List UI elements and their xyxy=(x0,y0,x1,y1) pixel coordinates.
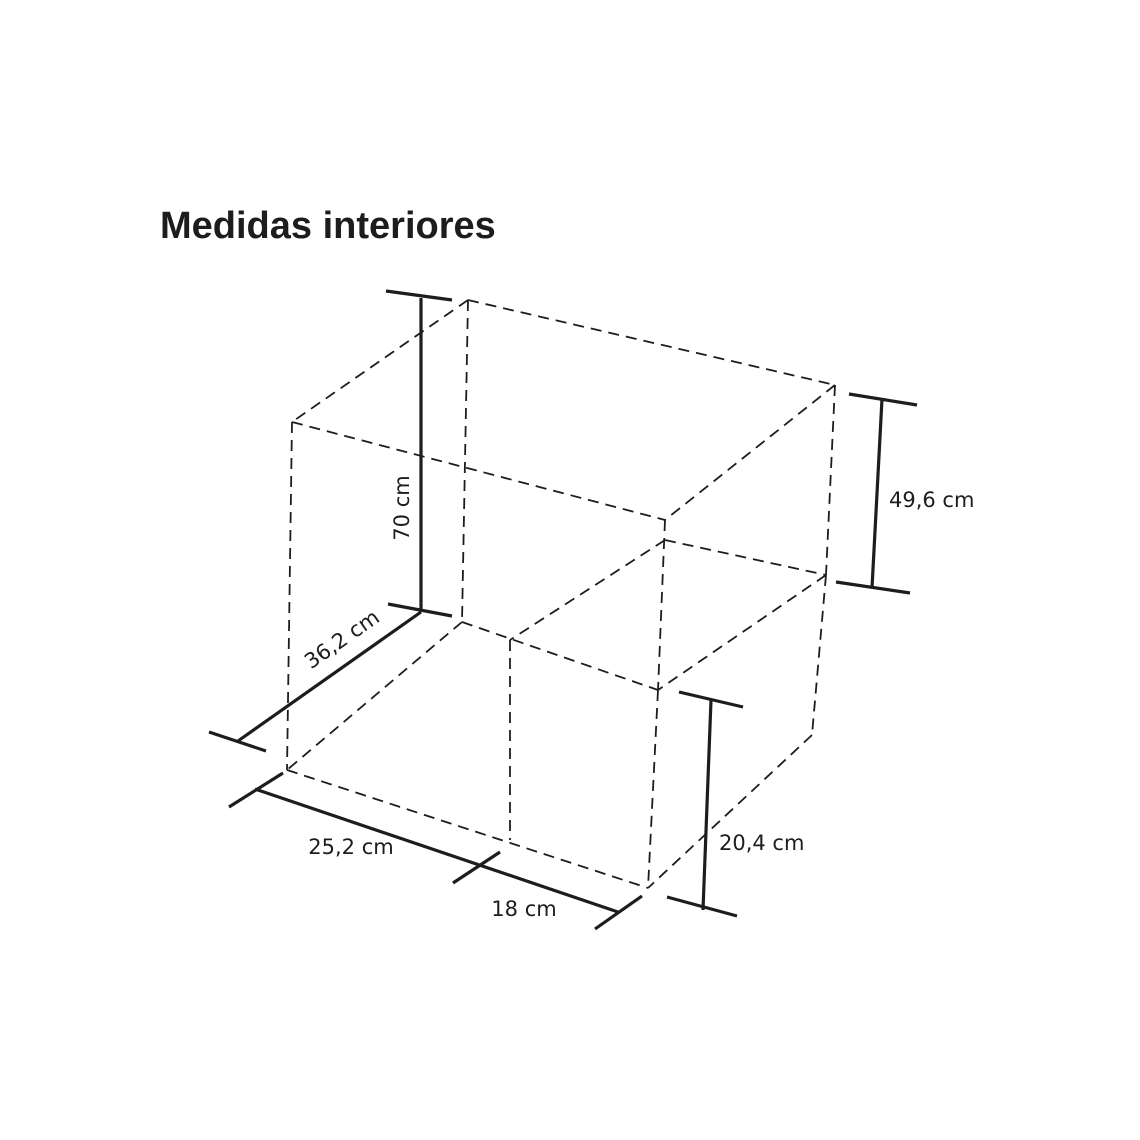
dimension-line-width xyxy=(228,771,643,931)
label-height-lower: 20,4 cm xyxy=(719,831,804,855)
dimension-line-depth xyxy=(208,610,422,753)
label-height-upper: 49,6 cm xyxy=(889,488,974,512)
diagram-title: Medidas interiores xyxy=(160,205,496,247)
dashed-outline xyxy=(286,299,836,889)
label-depth: 36,2 cm xyxy=(300,605,384,674)
label-height-total: 70 cm xyxy=(390,475,414,540)
dimension-line-height-lower xyxy=(666,690,744,918)
dimension-line-height-upper xyxy=(835,392,918,595)
label-width-left: 25,2 cm xyxy=(308,835,393,859)
dimension-line-height-total xyxy=(385,289,453,618)
label-width-right: 18 cm xyxy=(491,897,556,921)
